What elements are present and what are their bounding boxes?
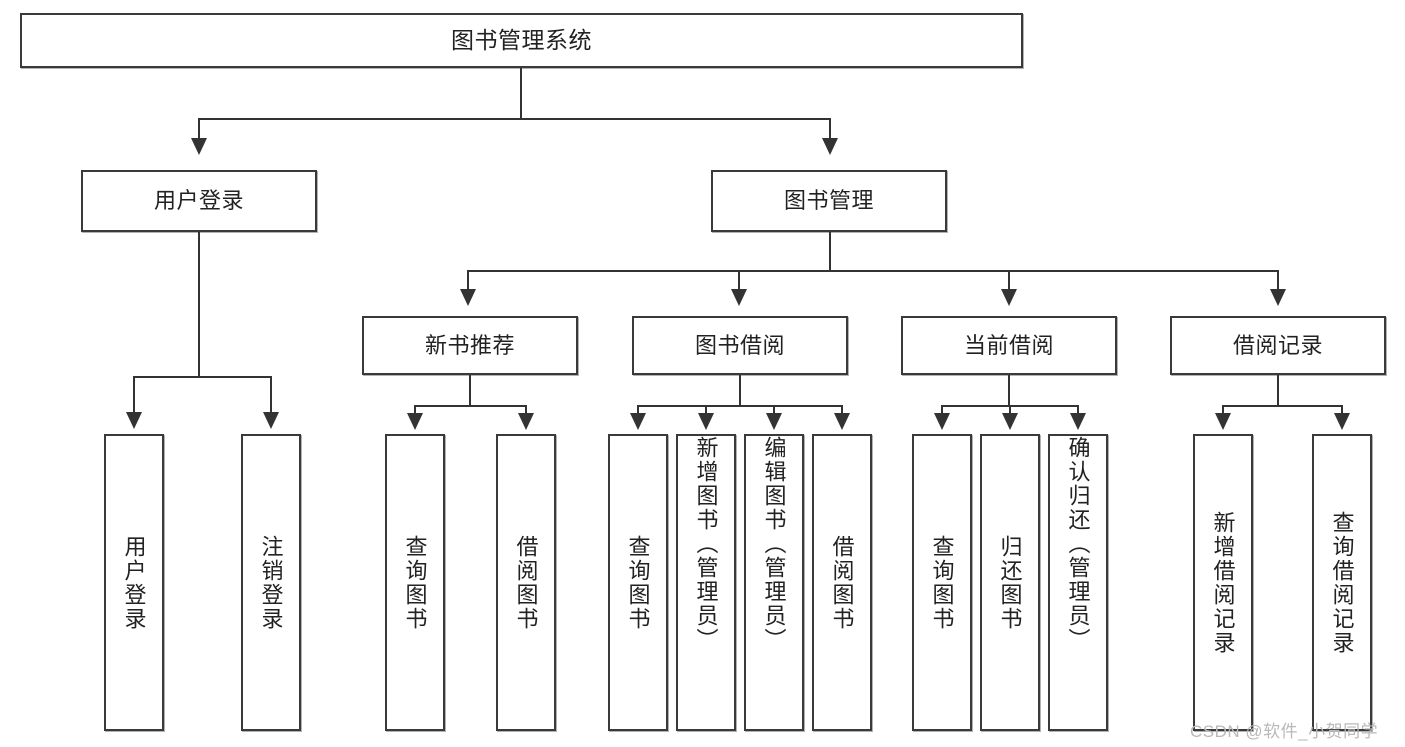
arrow-records-to-leaf-1 <box>1215 413 1231 430</box>
edge-book-mgmt-stem <box>829 232 831 271</box>
edge-user-login-to-leaf-1 <box>133 376 135 416</box>
node-label: 查询借阅记录 <box>1329 510 1355 655</box>
leaf-query-books-new[interactable]: 查询图书 <box>385 434 445 731</box>
edge-records-bus <box>1222 405 1342 407</box>
edge-borrow-to-leaf-1 <box>637 405 639 417</box>
node-label: 用户登录 <box>121 534 147 631</box>
edge-book-mgmt-to-current <box>1008 270 1010 292</box>
edge-book-mgmt-bus <box>467 270 1279 272</box>
edge-user-login-stem <box>198 232 200 377</box>
arrow-new-books-to-leaf-2 <box>518 413 534 430</box>
arrow-root-to-user-login <box>191 138 207 155</box>
edge-borrow-to-leaf-2 <box>705 405 707 417</box>
leaf-user-login[interactable]: 用户登录 <box>104 434 164 731</box>
leaf-return-books[interactable]: 归还图书 <box>980 434 1040 731</box>
node-borrow-records[interactable]: 借阅记录 <box>1170 316 1386 375</box>
edge-records-stem <box>1277 375 1279 406</box>
leaf-query-books-current[interactable]: 查询图书 <box>912 434 972 731</box>
edge-current-to-leaf-2 <box>1009 405 1011 417</box>
arrow-root-to-book-mgmt <box>822 138 838 155</box>
node-label: 确认归还（管理员） <box>1065 436 1091 652</box>
arrow-user-login-to-leaf-2 <box>263 412 279 429</box>
arrow-borrow-to-leaf-3 <box>766 413 782 430</box>
node-label: 当前借阅 <box>963 332 1054 358</box>
node-label: 图书管理 <box>783 188 874 214</box>
node-label: 查询图书 <box>929 534 955 631</box>
csdn-watermark: CSDN @软件_小贺同学 <box>1190 722 1379 741</box>
leaf-query-books-borrow[interactable]: 查询图书 <box>608 434 668 731</box>
edge-records-to-leaf-1 <box>1222 405 1224 417</box>
edge-borrow-stem <box>739 375 741 406</box>
node-root-system[interactable]: 图书管理系统 <box>20 13 1023 68</box>
edge-current-to-leaf-1 <box>941 405 943 417</box>
node-label: 新增借阅记录 <box>1210 510 1236 655</box>
edge-root-stem <box>520 68 522 119</box>
leaf-logout[interactable]: 注销登录 <box>241 434 301 731</box>
edge-borrow-to-leaf-3 <box>773 405 775 417</box>
node-label: 编辑图书（管理员） <box>761 436 787 652</box>
leaf-add-book-admin[interactable]: 新增图书（管理员） <box>676 434 736 731</box>
node-label: 归还图书 <box>997 534 1023 631</box>
node-book-borrow[interactable]: 图书借阅 <box>632 316 848 375</box>
edge-new-books-stem <box>469 375 471 406</box>
node-user-login[interactable]: 用户登录 <box>81 170 317 232</box>
leaf-query-borrow-record[interactable]: 查询借阅记录 <box>1312 434 1372 731</box>
node-label: 注销登录 <box>258 534 284 631</box>
edge-root-to-book-mgmt <box>829 118 831 140</box>
edge-user-login-to-leaf-2 <box>270 376 272 416</box>
arrow-current-to-leaf-2 <box>1002 413 1018 430</box>
edge-borrow-bus <box>637 405 842 407</box>
edge-borrow-to-leaf-4 <box>841 405 843 417</box>
node-label: 借阅图书 <box>513 534 539 631</box>
edge-new-books-bus <box>414 405 527 407</box>
leaf-confirm-return-admin[interactable]: 确认归还（管理员） <box>1048 434 1108 731</box>
arrow-current-to-leaf-1 <box>934 413 950 430</box>
leaf-add-borrow-record[interactable]: 新增借阅记录 <box>1193 434 1253 731</box>
edge-root-bus <box>198 118 831 120</box>
arrow-current-to-leaf-3 <box>1070 413 1086 430</box>
node-current-borrow[interactable]: 当前借阅 <box>901 316 1117 375</box>
node-label: 借阅图书 <box>829 534 855 631</box>
node-book-management[interactable]: 图书管理 <box>711 170 947 232</box>
edge-new-books-to-leaf-1 <box>414 405 416 417</box>
edge-current-stem <box>1008 375 1010 406</box>
arrow-book-mgmt-to-current <box>1001 289 1017 306</box>
arrow-user-login-to-leaf-1 <box>126 412 142 429</box>
leaf-borrow-books-borrow[interactable]: 借阅图书 <box>812 434 872 731</box>
edge-book-mgmt-to-records <box>1277 270 1279 292</box>
edge-records-to-leaf-2 <box>1341 405 1343 417</box>
node-label: 图书管理系统 <box>451 26 592 53</box>
edge-new-books-to-leaf-2 <box>525 405 527 417</box>
node-label: 新增图书（管理员） <box>693 436 719 652</box>
leaf-edit-book-admin[interactable]: 编辑图书（管理员） <box>744 434 804 731</box>
node-label: 用户登录 <box>153 188 244 214</box>
node-label: 查询图书 <box>625 534 651 631</box>
arrow-book-mgmt-to-new-books <box>460 289 476 306</box>
edge-book-mgmt-to-borrow <box>738 270 740 292</box>
edge-user-login-bus <box>133 376 270 378</box>
edge-book-mgmt-to-new-books <box>467 270 469 292</box>
node-label: 借阅记录 <box>1232 332 1323 358</box>
node-label: 新书推荐 <box>424 332 515 358</box>
arrow-book-mgmt-to-records <box>1270 289 1286 306</box>
leaf-borrow-books-new[interactable]: 借阅图书 <box>496 434 556 731</box>
arrow-book-mgmt-to-borrow <box>731 289 747 306</box>
node-label: 图书借阅 <box>694 332 785 358</box>
arrow-borrow-to-leaf-4 <box>834 413 850 430</box>
edge-current-to-leaf-3 <box>1077 405 1079 417</box>
arrow-records-to-leaf-2 <box>1334 413 1350 430</box>
node-new-book-recommend[interactable]: 新书推荐 <box>362 316 578 375</box>
node-label: 查询图书 <box>402 534 428 631</box>
edge-root-to-user-login <box>198 118 200 140</box>
arrow-borrow-to-leaf-2 <box>698 413 714 430</box>
arrow-new-books-to-leaf-1 <box>407 413 423 430</box>
arrow-borrow-to-leaf-1 <box>630 413 646 430</box>
